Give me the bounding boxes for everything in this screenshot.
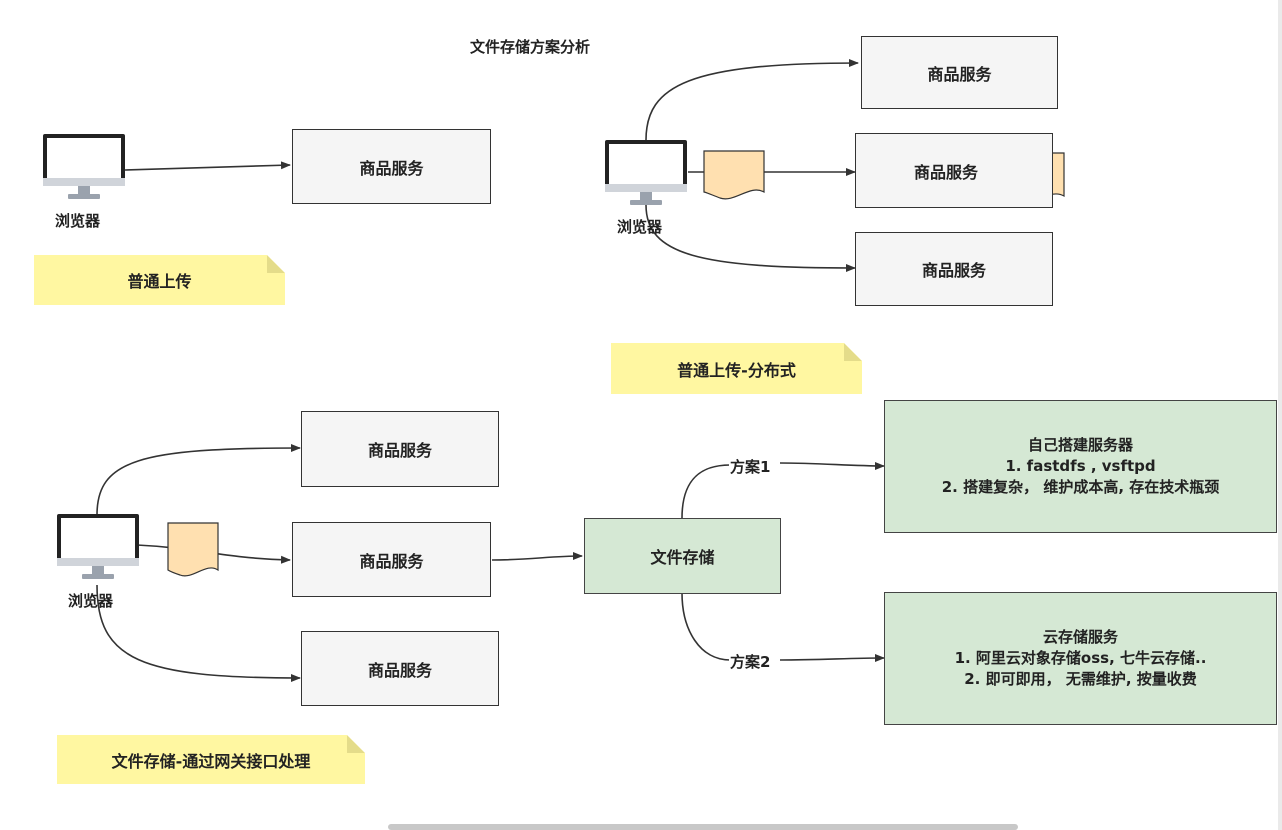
browser-label: 浏览器 <box>55 212 101 230</box>
cloud-title: 云存储服务 <box>1042 628 1118 646</box>
note-text: 普通上传 <box>127 272 192 291</box>
arrow-browser2-to-service-bottom <box>645 204 856 272</box>
service-label: 商品服务 <box>359 158 424 178</box>
monitor-icon <box>605 140 687 205</box>
arrow-browser2-to-service-top <box>645 59 859 141</box>
arrow-browser3-to-service-bottom <box>96 584 301 682</box>
arrow-storage-plan2 <box>681 592 884 660</box>
self-built-title: 自己搭建服务器 <box>1027 436 1133 454</box>
arrow-service-to-file-storage <box>491 552 583 561</box>
service-box: 商品服务 <box>292 522 491 597</box>
document-icon <box>167 522 219 577</box>
service-box: 商品服务 <box>292 129 491 204</box>
service-box: 商品服务 <box>861 36 1058 109</box>
service-box: 商品服务 <box>855 232 1053 306</box>
self-built-line2: 2. 搭建复杂， 维护成本高, 存在技术瓶颈 <box>941 478 1220 496</box>
self-built-server-box: 自己搭建服务器 1. fastdfs , vsftpd 2. 搭建复杂， 维护成… <box>884 400 1277 533</box>
cloud-line1: 1. 阿里云对象存储oss, 七牛云存储.. <box>954 649 1207 667</box>
plan1-label: 方案1 <box>729 456 772 477</box>
cloud-storage-box: 云存储服务 1. 阿里云对象存储oss, 七牛云存储.. 2. 即可即用， 无需… <box>884 592 1277 725</box>
note-distributed-upload: 普通上传-分布式 <box>611 343 862 394</box>
service-box: 商品服务 <box>855 133 1053 208</box>
plan2-label: 方案2 <box>729 651 772 672</box>
document-icon <box>703 150 765 200</box>
horizontal-scrollbar[interactable] <box>388 824 1018 830</box>
browser-label: 浏览器 <box>68 592 114 610</box>
note-gateway-storage: 文件存储-通过网关接口处理 <box>57 735 365 784</box>
arrow-browser1-to-service <box>124 161 291 171</box>
service-label: 商品服务 <box>921 261 986 280</box>
service-label: 商品服务 <box>367 660 432 680</box>
self-built-line1: 1. fastdfs , vsftpd <box>1005 457 1156 475</box>
service-label: 商品服务 <box>927 64 992 84</box>
file-storage-box: 文件存储 <box>584 518 781 594</box>
arrow-storage-plan1 <box>681 463 884 519</box>
note-text: 普通上传-分布式 <box>677 360 796 380</box>
service-box: 商品服务 <box>301 631 499 706</box>
diagram-title: 文件存储方案分析 <box>469 38 590 56</box>
browser-label: 浏览器 <box>617 218 663 236</box>
note-text: 文件存储-通过网关接口处理 <box>111 751 311 771</box>
note-normal-upload: 普通上传 <box>34 255 285 305</box>
cloud-line2: 2. 即可即用， 无需维护, 按量收费 <box>964 670 1197 688</box>
monitor-icon <box>43 134 125 199</box>
service-label: 商品服务 <box>367 441 432 460</box>
arrow-browser3-to-service-top <box>96 444 301 516</box>
vertical-scrollbar-track[interactable] <box>1278 0 1282 830</box>
service-box: 商品服务 <box>301 411 499 487</box>
service-label: 商品服务 <box>359 551 424 571</box>
service-label: 商品服务 <box>914 162 979 182</box>
file-storage-label: 文件存储 <box>650 548 715 567</box>
monitor-icon <box>57 514 139 579</box>
